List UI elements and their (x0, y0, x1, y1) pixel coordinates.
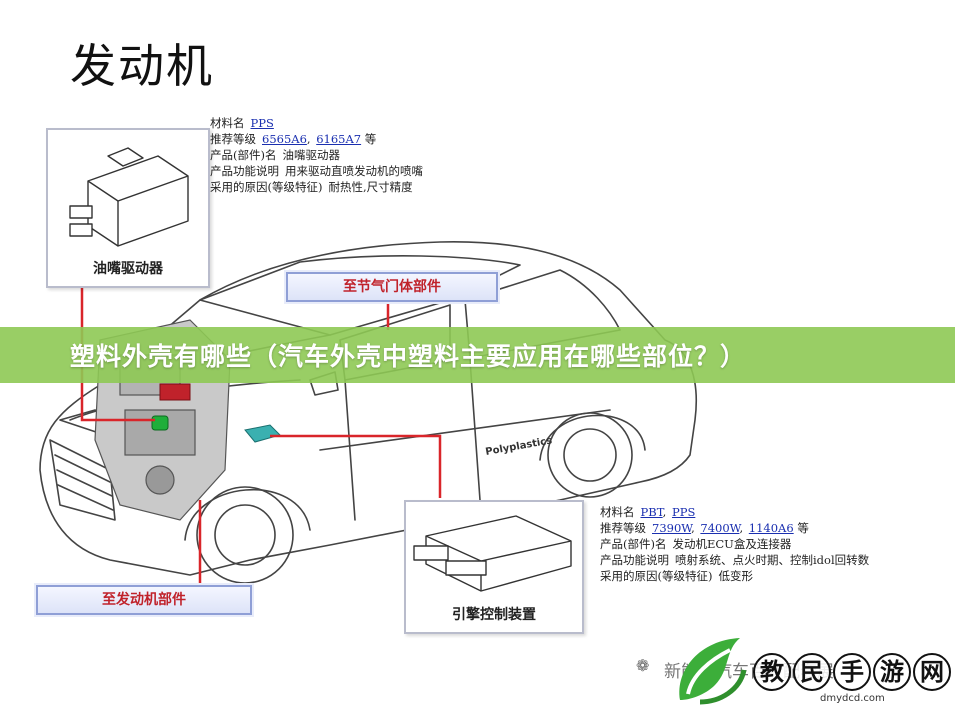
info-top-reason: 采用的原因(等级特征)耐热性,尺寸精度 (210, 180, 413, 194)
injector-driver-callout: 油嘴驱动器 (46, 128, 210, 288)
info-bottom-function: 产品功能说明喷射系统、点火时期、控制idol回转数 (600, 553, 870, 567)
title-banner: 塑料外壳有哪些（汽车外壳中塑料主要应用在哪些部位？） (0, 327, 955, 383)
material-link-pbt[interactable]: PBT (640, 505, 663, 519)
site-logo[interactable]: 教 民 手 游 网 dmydcd.com (670, 630, 955, 712)
engine-tag: 至发动机部件 (36, 585, 252, 615)
engine-controller-caption: 引擎控制装置 (452, 607, 536, 623)
injector-driver-caption: 油嘴驱动器 (93, 261, 163, 277)
throttle-part (159, 383, 191, 401)
throttle-tag: 至节气门体部件 (286, 272, 498, 302)
front-wheel (196, 486, 294, 584)
page-title: 发动机 (70, 39, 214, 93)
grade-link-7390w[interactable]: 7390W (652, 521, 692, 535)
grade-link-7400w[interactable]: 7400W (700, 521, 740, 535)
site-logo-icon (679, 638, 747, 705)
leader-ecu (270, 434, 442, 498)
engine-controller-illustration (413, 515, 572, 592)
info-bottom-reason: 采用的原因(等级特征)低变形 (600, 569, 753, 583)
info-bottom-product: 产品(部件)名发动机ECU盒及连接器 (600, 537, 792, 551)
banner-text: 塑料外壳有哪些（汽车外壳中塑料主要应用在哪些部位？） (70, 342, 747, 371)
car-grille (49, 439, 116, 521)
injector-driver-illustration (69, 147, 189, 247)
info-top-product: 产品(部件)名油嘴驱动器 (210, 148, 340, 162)
car-windshield (199, 255, 521, 336)
material-link-pps[interactable]: PPS (250, 116, 274, 130)
site-name: 教 民 手 游 网 (753, 653, 951, 691)
material-link-pps-2[interactable]: PPS (671, 505, 696, 519)
ecu-part (244, 424, 281, 443)
wechat-icon: ❁ (636, 656, 650, 675)
grade-link-1140a6[interactable]: 1140A6 (748, 521, 794, 535)
site-url: dmydcd.com (820, 693, 885, 704)
engine-controller-callout: 引擎控制装置 (404, 500, 584, 634)
info-top-function: 产品功能说明用来驱动直喷发动机的喷嘴 (210, 164, 423, 178)
injector-driver-part (151, 415, 169, 431)
rear-wheel (547, 412, 633, 498)
brand-text: Polyplastics (485, 435, 553, 458)
grade-link-6165a7[interactable]: 6165A7 (316, 132, 362, 146)
grade-link-6565a6[interactable]: 6565A6 (262, 132, 307, 146)
